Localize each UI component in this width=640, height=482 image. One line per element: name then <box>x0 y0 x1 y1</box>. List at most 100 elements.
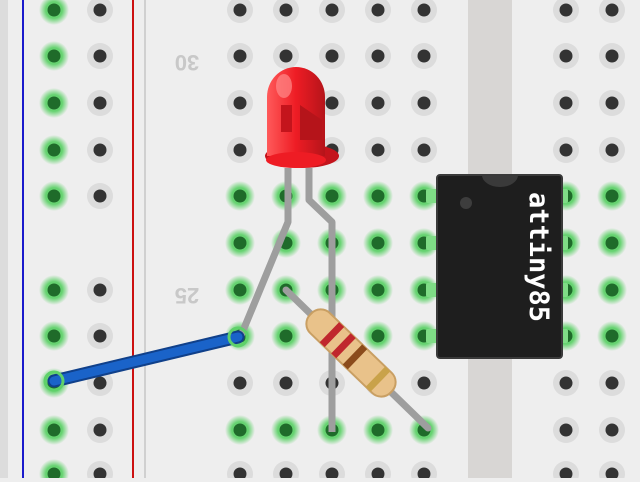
breadboard-hole[interactable] <box>279 376 293 390</box>
breadboard-hole[interactable] <box>559 96 573 110</box>
breadboard-hole[interactable] <box>47 423 61 437</box>
breadboard-hole[interactable] <box>417 96 431 110</box>
breadboard-hole[interactable] <box>233 376 247 390</box>
resistor-band-3 <box>342 344 368 370</box>
row-label-30: 30 <box>175 50 199 75</box>
breadboard-hole[interactable] <box>559 49 573 63</box>
breadboard-hole[interactable] <box>47 189 61 203</box>
breadboard-hole[interactable] <box>233 3 247 17</box>
breadboard-hole[interactable] <box>47 49 61 63</box>
breadboard-hole[interactable] <box>93 467 107 481</box>
breadboard-hole[interactable] <box>233 467 247 481</box>
breadboard-hole[interactable] <box>233 423 247 437</box>
breadboard-hole[interactable] <box>417 49 431 63</box>
led-base <box>266 152 326 168</box>
breadboard-hole[interactable] <box>93 283 107 297</box>
breadboard-hole[interactable] <box>605 236 619 250</box>
breadboard-hole[interactable] <box>279 3 293 17</box>
breadboard-hole[interactable] <box>233 49 247 63</box>
breadboard-hole[interactable] <box>279 467 293 481</box>
breadboard-hole[interactable] <box>93 3 107 17</box>
breadboard-hole[interactable] <box>371 189 385 203</box>
jumper-wire[interactable] <box>49 332 243 386</box>
breadboard-hole[interactable] <box>279 329 293 343</box>
breadboard-hole[interactable] <box>371 96 385 110</box>
breadboard-hole[interactable] <box>47 96 61 110</box>
resistor[interactable] <box>282 286 432 432</box>
chip-label: attiny85 <box>523 192 554 322</box>
breadboard-hole[interactable] <box>559 467 573 481</box>
breadboard-hole[interactable] <box>371 329 385 343</box>
red-led[interactable] <box>265 67 339 168</box>
breadboard-hole[interactable] <box>325 49 339 63</box>
breadboard-hole[interactable] <box>47 329 61 343</box>
breadboard-hole[interactable] <box>233 283 247 297</box>
breadboard-hole[interactable] <box>417 376 431 390</box>
breadboard-hole[interactable] <box>559 423 573 437</box>
breadboard-hole[interactable] <box>371 143 385 157</box>
breadboard-hole[interactable] <box>233 236 247 250</box>
breadboard-hole[interactable] <box>47 467 61 481</box>
breadboard-hole[interactable] <box>605 189 619 203</box>
breadboard-hole[interactable] <box>93 96 107 110</box>
chip-notch <box>482 175 518 187</box>
jumper-wire-end[interactable] <box>43 370 65 392</box>
breadboard-hole[interactable] <box>605 96 619 110</box>
breadboard-hole[interactable] <box>559 3 573 17</box>
led-dome <box>267 67 325 156</box>
breadboard-hole[interactable] <box>371 49 385 63</box>
breadboard-hole[interactable] <box>279 423 293 437</box>
breadboard-hole[interactable] <box>233 189 247 203</box>
breadboard-hole[interactable] <box>371 3 385 17</box>
breadboard-hole[interactable] <box>47 283 61 297</box>
resistor-band-2 <box>331 333 356 359</box>
led-highlight <box>276 74 292 98</box>
led-anode-leg <box>236 168 292 340</box>
breadboard-hole[interactable] <box>325 3 339 17</box>
breadboard-hole[interactable] <box>559 143 573 157</box>
breadboard-hole[interactable] <box>325 96 339 110</box>
breadboard-hole[interactable] <box>605 3 619 17</box>
resistor-band-4 <box>365 366 391 392</box>
breadboard-hole[interactable] <box>93 189 107 203</box>
breadboard-hole[interactable] <box>605 49 619 63</box>
board-edge <box>0 0 8 478</box>
breadboard-hole[interactable] <box>93 376 107 390</box>
breadboard-hole[interactable] <box>605 376 619 390</box>
breadboard-hole[interactable] <box>605 467 619 481</box>
row-label-25: 25 <box>175 283 199 308</box>
breadboard-hole[interactable] <box>605 283 619 297</box>
breadboard-hole[interactable] <box>325 467 339 481</box>
breadboard-hole[interactable] <box>371 236 385 250</box>
breadboard-hole[interactable] <box>93 49 107 63</box>
breadboard-hole[interactable] <box>325 189 339 203</box>
chip-body <box>437 175 562 358</box>
breadboard-hole[interactable] <box>417 143 431 157</box>
breadboard-hole[interactable] <box>47 3 61 17</box>
jumper-wire-end[interactable] <box>227 326 249 348</box>
breadboard-hole[interactable] <box>371 423 385 437</box>
attiny85-chip[interactable]: attiny85 <box>426 174 568 359</box>
resistor-band-1 <box>319 322 345 348</box>
breadboard-hole[interactable] <box>371 467 385 481</box>
breadboard-hole[interactable] <box>93 143 107 157</box>
breadboard-hole[interactable] <box>47 143 61 157</box>
breadboard-hole[interactable] <box>605 423 619 437</box>
breadboard-hole[interactable] <box>417 467 431 481</box>
breadboard-hole[interactable] <box>93 329 107 343</box>
breadboard-hole[interactable] <box>559 376 573 390</box>
breadboard-hole[interactable] <box>279 49 293 63</box>
resistor-body <box>305 308 397 398</box>
chip-pin1-dot <box>460 197 472 209</box>
breadboard-hole[interactable] <box>417 3 431 17</box>
led-anvil <box>300 105 322 140</box>
breadboard-hole[interactable] <box>605 143 619 157</box>
led-post <box>281 105 292 132</box>
breadboard-hole[interactable] <box>233 96 247 110</box>
breadboard-hole[interactable] <box>93 423 107 437</box>
breadboard-hole[interactable] <box>371 283 385 297</box>
breadboard-hole[interactable] <box>605 329 619 343</box>
breadboard-hole[interactable] <box>233 143 247 157</box>
